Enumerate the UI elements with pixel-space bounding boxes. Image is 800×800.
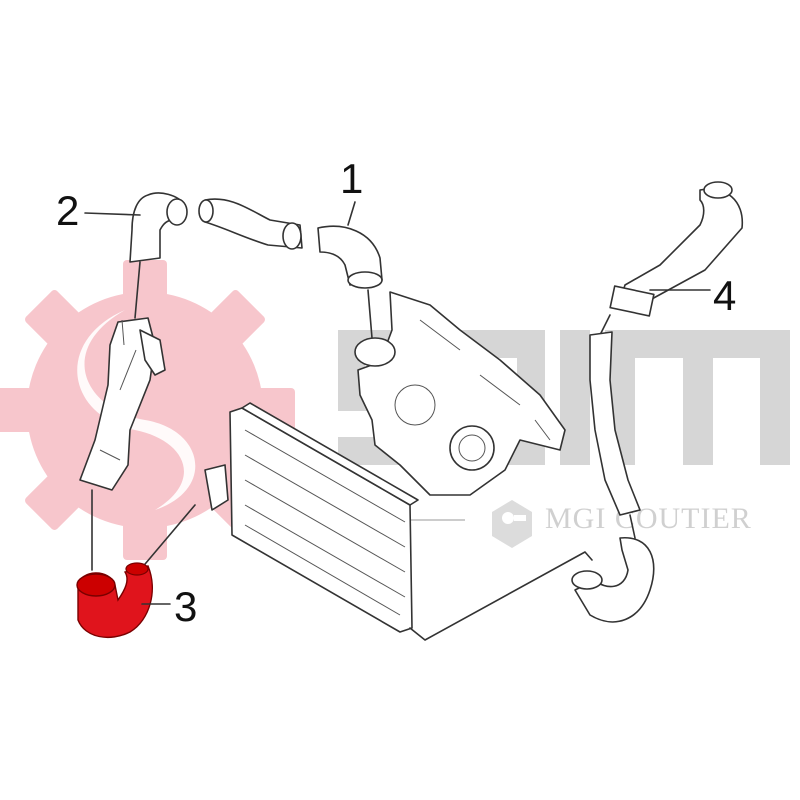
part-2-pipe xyxy=(79,192,188,571)
mgi-coutier-logo: MGI COUTIER xyxy=(333,500,752,548)
callout-3: 3 xyxy=(174,583,198,630)
part-1-hose xyxy=(317,201,383,339)
svg-text:MGI COUTIER: MGI COUTIER xyxy=(545,502,752,535)
connecting-hose xyxy=(198,198,303,250)
callout-1: 1 xyxy=(340,155,364,202)
turbocharger xyxy=(354,291,566,496)
intercooler xyxy=(139,402,593,641)
part-3-elbow-highlighted xyxy=(76,562,153,639)
part-4-pipe xyxy=(571,181,743,623)
callout-4: 4 xyxy=(713,272,737,319)
leader-lines xyxy=(84,212,711,605)
callout-2: 2 xyxy=(56,187,80,234)
